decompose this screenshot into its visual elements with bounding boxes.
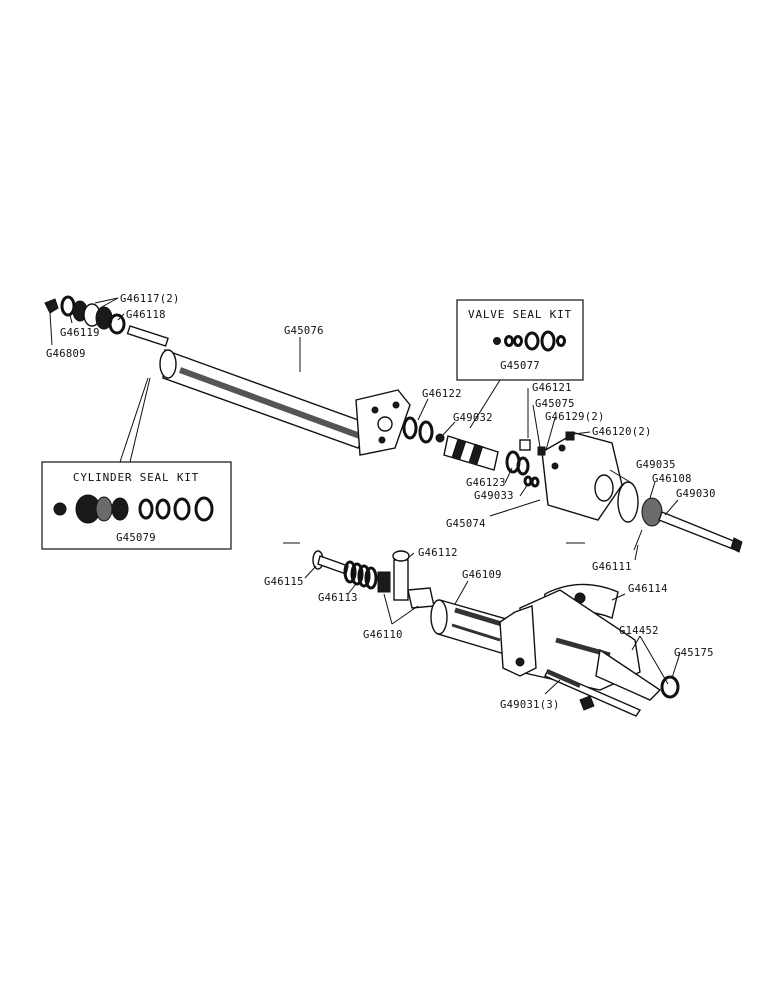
lower-small-parts: [312, 550, 435, 609]
label-g45076: G45076: [284, 325, 324, 337]
label-g46113: G46113: [318, 592, 358, 604]
label-g46123: G46123: [466, 477, 506, 489]
label-g46809: G46809: [46, 348, 86, 360]
leader-lines: [49, 297, 681, 695]
label-g46120: G46120(2): [592, 426, 652, 438]
label-g49035: G49035: [636, 459, 676, 471]
label-g46121: G46121: [532, 382, 572, 394]
label-g46108: G46108: [652, 473, 692, 485]
rod-end-parts: [44, 295, 169, 347]
cylinder-valve-seals: [402, 416, 445, 444]
label-g49031: G49031(3): [500, 699, 560, 711]
valve-housing: [519, 431, 623, 521]
label-g46114: G46114: [628, 583, 668, 595]
cylinder-seal-kit-box: CYLINDER SEAL KIT G45079: [41, 377, 232, 550]
label-g45074: G45074: [446, 518, 486, 530]
steering-housing: [499, 589, 680, 717]
label-g46110: G46110: [363, 629, 403, 641]
cylinder-seal-kit-parts: [53, 494, 214, 524]
label-g46109: G46109: [462, 569, 502, 581]
valve-seal-kit-box: VALVE SEAL KIT G45077: [456, 299, 584, 429]
label-g46111: G46111: [592, 561, 632, 573]
label-g49032: G49032: [453, 412, 493, 424]
label-g46129: G46129(2): [545, 411, 605, 423]
cylinder-body: [159, 349, 411, 456]
valve-seal-kit-parts: [493, 330, 566, 352]
valve-seal-kit-title: VALVE SEAL KIT: [468, 308, 572, 321]
label-g14452: G14452: [619, 625, 659, 637]
label-g46122: G46122: [422, 388, 462, 400]
cylinder-seal-kit-number: G45079: [116, 532, 156, 544]
label-g46112: G46112: [418, 547, 458, 559]
label-g46117: G46117(2): [120, 293, 180, 305]
label-g49030: G49030: [676, 488, 716, 500]
sleeve: [430, 599, 511, 656]
label-g46119: G46119: [60, 327, 100, 339]
label-g46118: G46118: [126, 309, 166, 321]
valve-end-parts: [617, 481, 743, 553]
cylinder-seal-kit-title: CYLINDER SEAL KIT: [73, 471, 199, 484]
label-g46115: G46115: [264, 576, 304, 588]
valve-spool: [443, 435, 540, 488]
valve-seal-kit-number: G45077: [500, 360, 540, 372]
label-g45175: G45175: [674, 647, 714, 659]
spring: [343, 560, 378, 590]
part-labels: G46117(2) G46118 G46119 G46809 G45076 G4…: [46, 293, 716, 711]
label-g45075: G45075: [535, 398, 575, 410]
label-g49033: G49033: [474, 490, 514, 502]
